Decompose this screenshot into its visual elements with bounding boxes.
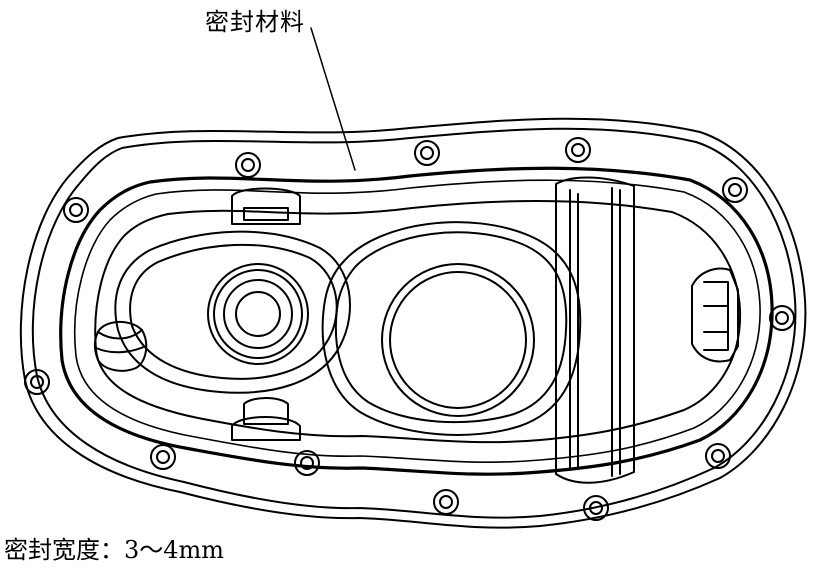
main-bore [323, 222, 581, 435]
bolt-hole [415, 141, 439, 165]
bolt-hole [584, 496, 608, 520]
left-bearing-boss [115, 232, 350, 393]
bolt-hole [706, 444, 730, 468]
sealant-leader-line [311, 28, 355, 170]
bolt-hole [25, 370, 49, 394]
bolt-hole [151, 445, 175, 469]
bolt-hole [236, 153, 260, 177]
upper-tab [232, 189, 300, 225]
drain-plug [95, 322, 146, 371]
bolt-hole [64, 198, 88, 222]
sealant-width-label: 密封宽度：3～4mm [4, 536, 225, 564]
bolt-hole [566, 138, 590, 162]
sealant-bead [61, 168, 772, 474]
rib-channel [556, 178, 634, 483]
bolt-hole [723, 178, 747, 202]
bolt-hole [770, 306, 794, 330]
bolt-hole [434, 490, 458, 514]
bolt-hole [295, 451, 319, 475]
sealant-material-label: 密封材料 [205, 8, 305, 36]
bolt-holes [25, 138, 794, 520]
right-boss [692, 269, 738, 362]
lower-tab [232, 398, 300, 440]
